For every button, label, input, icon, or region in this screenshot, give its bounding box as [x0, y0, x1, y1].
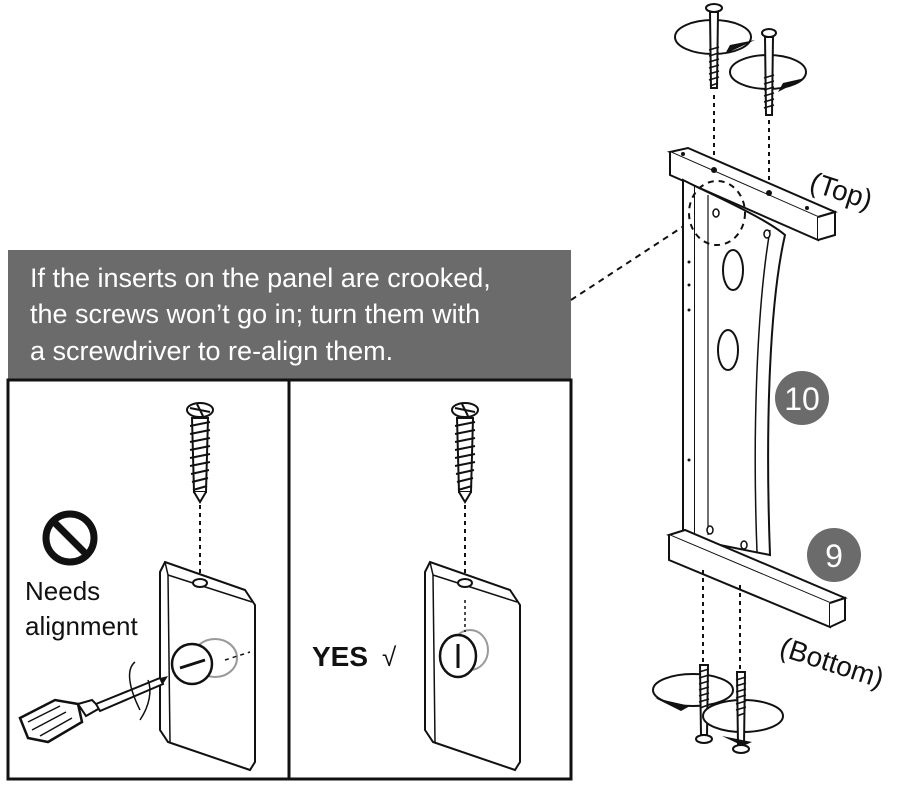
part-number-9: 9 [825, 538, 843, 574]
check-mark: √ [382, 642, 397, 672]
top-screw-left [674, 3, 755, 89]
frame-assembly: (Top) (Bottom) 10 9 [652, 3, 888, 754]
prohibited-icon [42, 510, 98, 566]
bottom-screw-right [702, 671, 784, 754]
bottom-label: (Bottom) [776, 631, 888, 694]
rotate-arrow-icon [128, 661, 141, 711]
top-screw-right [729, 28, 807, 116]
needs-label: Needs [25, 576, 100, 606]
detail-circle [688, 180, 746, 246]
yes-label: YES [312, 641, 368, 672]
alignment-label: alignment [25, 611, 139, 641]
aligned-insert [438, 600, 489, 679]
part-badge-9: 9 [807, 528, 861, 582]
callout-box: If the inserts on the panel are crooked,… [8, 250, 571, 380]
side-panel [682, 178, 787, 557]
callout-leader-line [570, 221, 691, 301]
panel-correct: YES √ [287, 378, 573, 781]
part-badge-10: 10 [775, 371, 829, 425]
callout-line-3: a screwdriver to re-align them. [30, 336, 393, 366]
crooked-insert [170, 638, 251, 686]
part-number-10: 10 [784, 381, 820, 417]
callout-line-2: the screws won’t go in; turn them with [30, 299, 480, 329]
screw-icon [186, 402, 214, 504]
callout-line-1: If the inserts on the panel are crooked, [30, 263, 491, 293]
top-rail [666, 146, 838, 242]
bottom-rail [666, 528, 848, 629]
screw-icon [451, 402, 479, 504]
screwdriver-icon [18, 676, 168, 744]
panel-needs-alignment: Needs alignment [6, 378, 291, 781]
